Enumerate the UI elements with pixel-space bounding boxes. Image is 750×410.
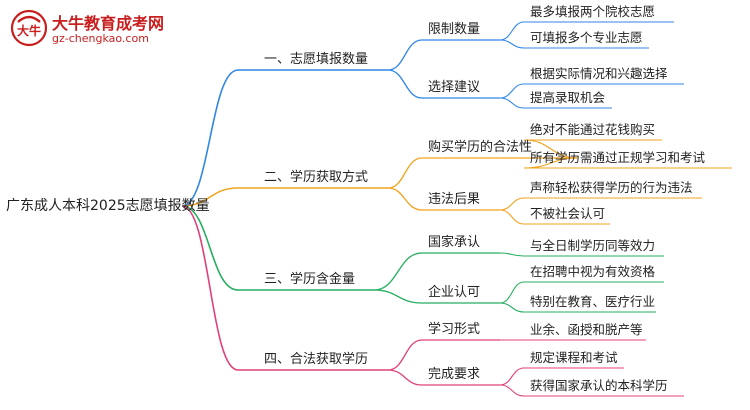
sub-branch-label: 限制数量 xyxy=(428,22,481,37)
sub-branch-label: 完成要求 xyxy=(428,367,481,382)
logo-mark-text: 大牛 xyxy=(17,23,41,38)
logo-url: gz-chengkao.com xyxy=(52,32,149,45)
leaf-connector xyxy=(499,281,525,304)
branch-connector xyxy=(181,69,239,207)
leaf-connector xyxy=(499,97,525,109)
leaf-connector xyxy=(499,384,525,397)
branch-label: 二、学历获取方式 xyxy=(264,170,369,185)
leaf-label: 与全日制学历同等效力 xyxy=(530,238,656,253)
sub-branch-label: 选择建议 xyxy=(428,80,481,95)
branch-label: 四、合法获取学历 xyxy=(264,352,369,367)
branch-label: 一、志愿填报数量 xyxy=(264,52,369,67)
sub-branch-label: 学习形式 xyxy=(428,322,481,337)
logo-mark-icon: 大牛 xyxy=(10,9,48,47)
sub-branch-connector xyxy=(387,39,423,71)
branch-connector xyxy=(181,205,239,291)
sub-branch-connector xyxy=(387,187,423,211)
leaf-label: 规定课程和考试 xyxy=(530,350,618,365)
leaf-label: 特别在教育、医疗行业 xyxy=(530,294,656,309)
leaf-label: 获得国家承认的本科学历 xyxy=(530,378,668,393)
leaf-connector xyxy=(499,21,525,41)
sub-branch-label: 购买学历的合法性 xyxy=(428,140,533,155)
leaf-label: 最多填报两个院校志愿 xyxy=(530,4,656,19)
leaf-label: 声称轻松获得学历的行为违法 xyxy=(530,180,693,195)
sub-branch-connector xyxy=(387,339,423,371)
sub-branch-connector xyxy=(387,369,423,386)
leaf-connector xyxy=(499,367,525,386)
branch-connector xyxy=(181,187,239,207)
leaf-connector xyxy=(499,197,525,211)
leaf-label: 根据实际情况和兴趣选择 xyxy=(530,66,668,81)
leaf-connector xyxy=(499,39,525,49)
mindmap-root: 广东成人本科2025志愿填报数量 xyxy=(6,198,210,214)
logo-title: 大牛教育成考网 xyxy=(52,14,165,33)
leaf-connector xyxy=(499,302,525,313)
leaf-connector xyxy=(499,209,525,225)
sub-branch-label: 国家承认 xyxy=(428,235,481,250)
leaf-connector xyxy=(499,252,525,257)
branch-connector xyxy=(181,205,239,371)
leaf-label: 不被社会认可 xyxy=(530,206,606,221)
sub-branch-connector xyxy=(373,289,423,304)
leaf-label: 可填报多个专业志愿 xyxy=(530,30,643,45)
sub-branch-label: 违法后果 xyxy=(428,192,481,207)
leaf-label: 所有学历需通过正规学习和考试 xyxy=(530,150,706,165)
leaf-label: 在招聘中视为有效资格 xyxy=(530,264,656,279)
leaf-label: 提高录取机会 xyxy=(530,90,606,105)
sub-branch-connector xyxy=(387,157,423,189)
site-logo: 大牛 大牛教育成考网 gz-chengkao.com xyxy=(8,6,178,52)
leaf-label: 绝对不能通过花钱购买 xyxy=(530,122,656,137)
sub-branch-connector xyxy=(373,252,423,291)
sub-branch-connector xyxy=(387,69,423,99)
leaf-label: 业余、函授和脱产等 xyxy=(530,322,643,337)
branch-label: 三、学历含金量 xyxy=(264,272,356,287)
leaf-connector xyxy=(499,83,525,99)
sub-branch-label: 企业认可 xyxy=(428,285,481,300)
